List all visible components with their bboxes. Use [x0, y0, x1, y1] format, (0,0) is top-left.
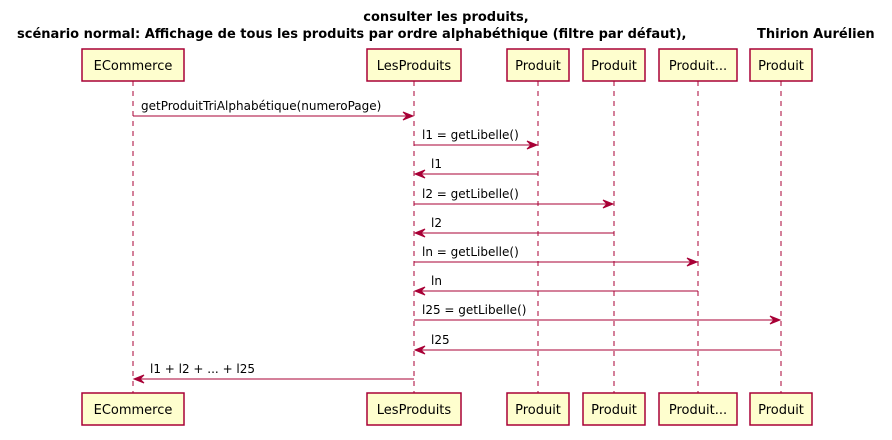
participant-produit1-bottom: Produit — [506, 392, 570, 426]
participant-produit25-bottom: Produit — [749, 392, 813, 426]
participant-produit2-bottom: Produit — [582, 392, 646, 426]
message-label: l2 = getLibelle() — [422, 187, 519, 201]
participant-label: Produit — [515, 403, 561, 418]
participant-produitn-bottom: Produit... — [658, 392, 738, 426]
participant-label: Produit — [591, 403, 637, 418]
message-label: ln = getLibelle() — [422, 245, 519, 259]
message-9: l25 — [413, 333, 781, 355]
arrow-head-icon — [402, 111, 415, 121]
participant-label: ECommerce — [94, 59, 173, 74]
arrow-head-icon — [686, 257, 699, 267]
participant-label: Produit — [515, 59, 561, 74]
participant-label: Produit — [758, 59, 804, 74]
arrow-head-icon — [413, 345, 426, 355]
message-label: l2 — [431, 216, 442, 230]
participant-produit25-top: Produit — [749, 48, 813, 82]
participant-box — [366, 48, 462, 82]
lifelines — [132, 81, 782, 393]
message-6: ln = getLibelle() — [414, 245, 699, 267]
participant-label: Produit... — [669, 403, 727, 418]
message-3: l1 — [413, 157, 538, 179]
participant-ecommerce-top: ECommerce — [81, 48, 185, 82]
arrow-head-icon — [413, 228, 426, 238]
message-10: l1 + l2 + ... + l25 — [132, 362, 414, 384]
message-4: l2 = getLibelle() — [414, 187, 615, 209]
participant-lesproduits-bottom: LesProduits — [366, 392, 462, 426]
participant-box — [658, 48, 738, 82]
title-line-1: consulter les produits, — [363, 10, 528, 25]
participant-lesproduits-top: LesProduits — [366, 48, 462, 82]
participant-label: Produit... — [669, 59, 727, 74]
title-line-2: scénario normal: Affichage de tous les p… — [17, 27, 687, 42]
participant-box — [749, 392, 813, 426]
participant-box — [582, 48, 646, 82]
arrow-head-icon — [526, 140, 539, 150]
title-author: Thirion Aurélien — [757, 27, 875, 42]
participant-produit2-top: Produit — [582, 48, 646, 82]
message-label: ln — [431, 274, 442, 288]
participant-produitn-top: Produit... — [658, 48, 738, 82]
messages: getProduitTriAlphabétique(numeroPage) l1 … — [132, 99, 782, 384]
message-label: l1 + l2 + ... + l25 — [150, 362, 255, 376]
message-label: getProduitTriAlphabétique(numeroPage) — [141, 99, 381, 113]
participant-box — [582, 392, 646, 426]
message-label: l25 = getLibelle() — [422, 303, 526, 317]
participant-label: Produit — [591, 59, 637, 74]
message-label: l1 — [431, 157, 442, 171]
arrow-head-icon — [132, 374, 145, 384]
message-label: l25 — [431, 333, 450, 347]
participants-bottom: ECommerce LesProduits Produit Produit Produi… — [81, 392, 813, 426]
arrow-head-icon — [769, 315, 782, 325]
participant-box — [749, 48, 813, 82]
participant-box — [506, 48, 570, 82]
diagram-title: consulter les produits, scénario normal:… — [17, 10, 875, 42]
arrow-head-icon — [602, 199, 615, 209]
participant-ecommerce-bottom: ECommerce — [81, 392, 185, 426]
arrow-head-icon — [413, 169, 426, 179]
participant-box — [81, 392, 185, 426]
message-2: l1 = getLibelle() — [414, 128, 539, 150]
participant-label: LesProduits — [377, 403, 452, 418]
message-8: l25 = getLibelle() — [414, 303, 782, 325]
message-7: ln — [413, 274, 698, 296]
message-label: l1 = getLibelle() — [422, 128, 519, 142]
arrow-head-icon — [413, 286, 426, 296]
participant-box — [658, 392, 738, 426]
participants-top: ECommerce LesProduits Produit Produit Produi… — [81, 48, 813, 82]
participant-label: LesProduits — [377, 59, 452, 74]
message-1: getProduitTriAlphabétique(numeroPage) — [133, 99, 415, 121]
participant-box — [506, 392, 570, 426]
participant-box — [366, 392, 462, 426]
participant-produit1-top: Produit — [506, 48, 570, 82]
participant-label: Produit — [758, 403, 804, 418]
participant-box — [81, 48, 185, 82]
participant-label: ECommerce — [94, 403, 173, 418]
message-5: l2 — [413, 216, 614, 238]
